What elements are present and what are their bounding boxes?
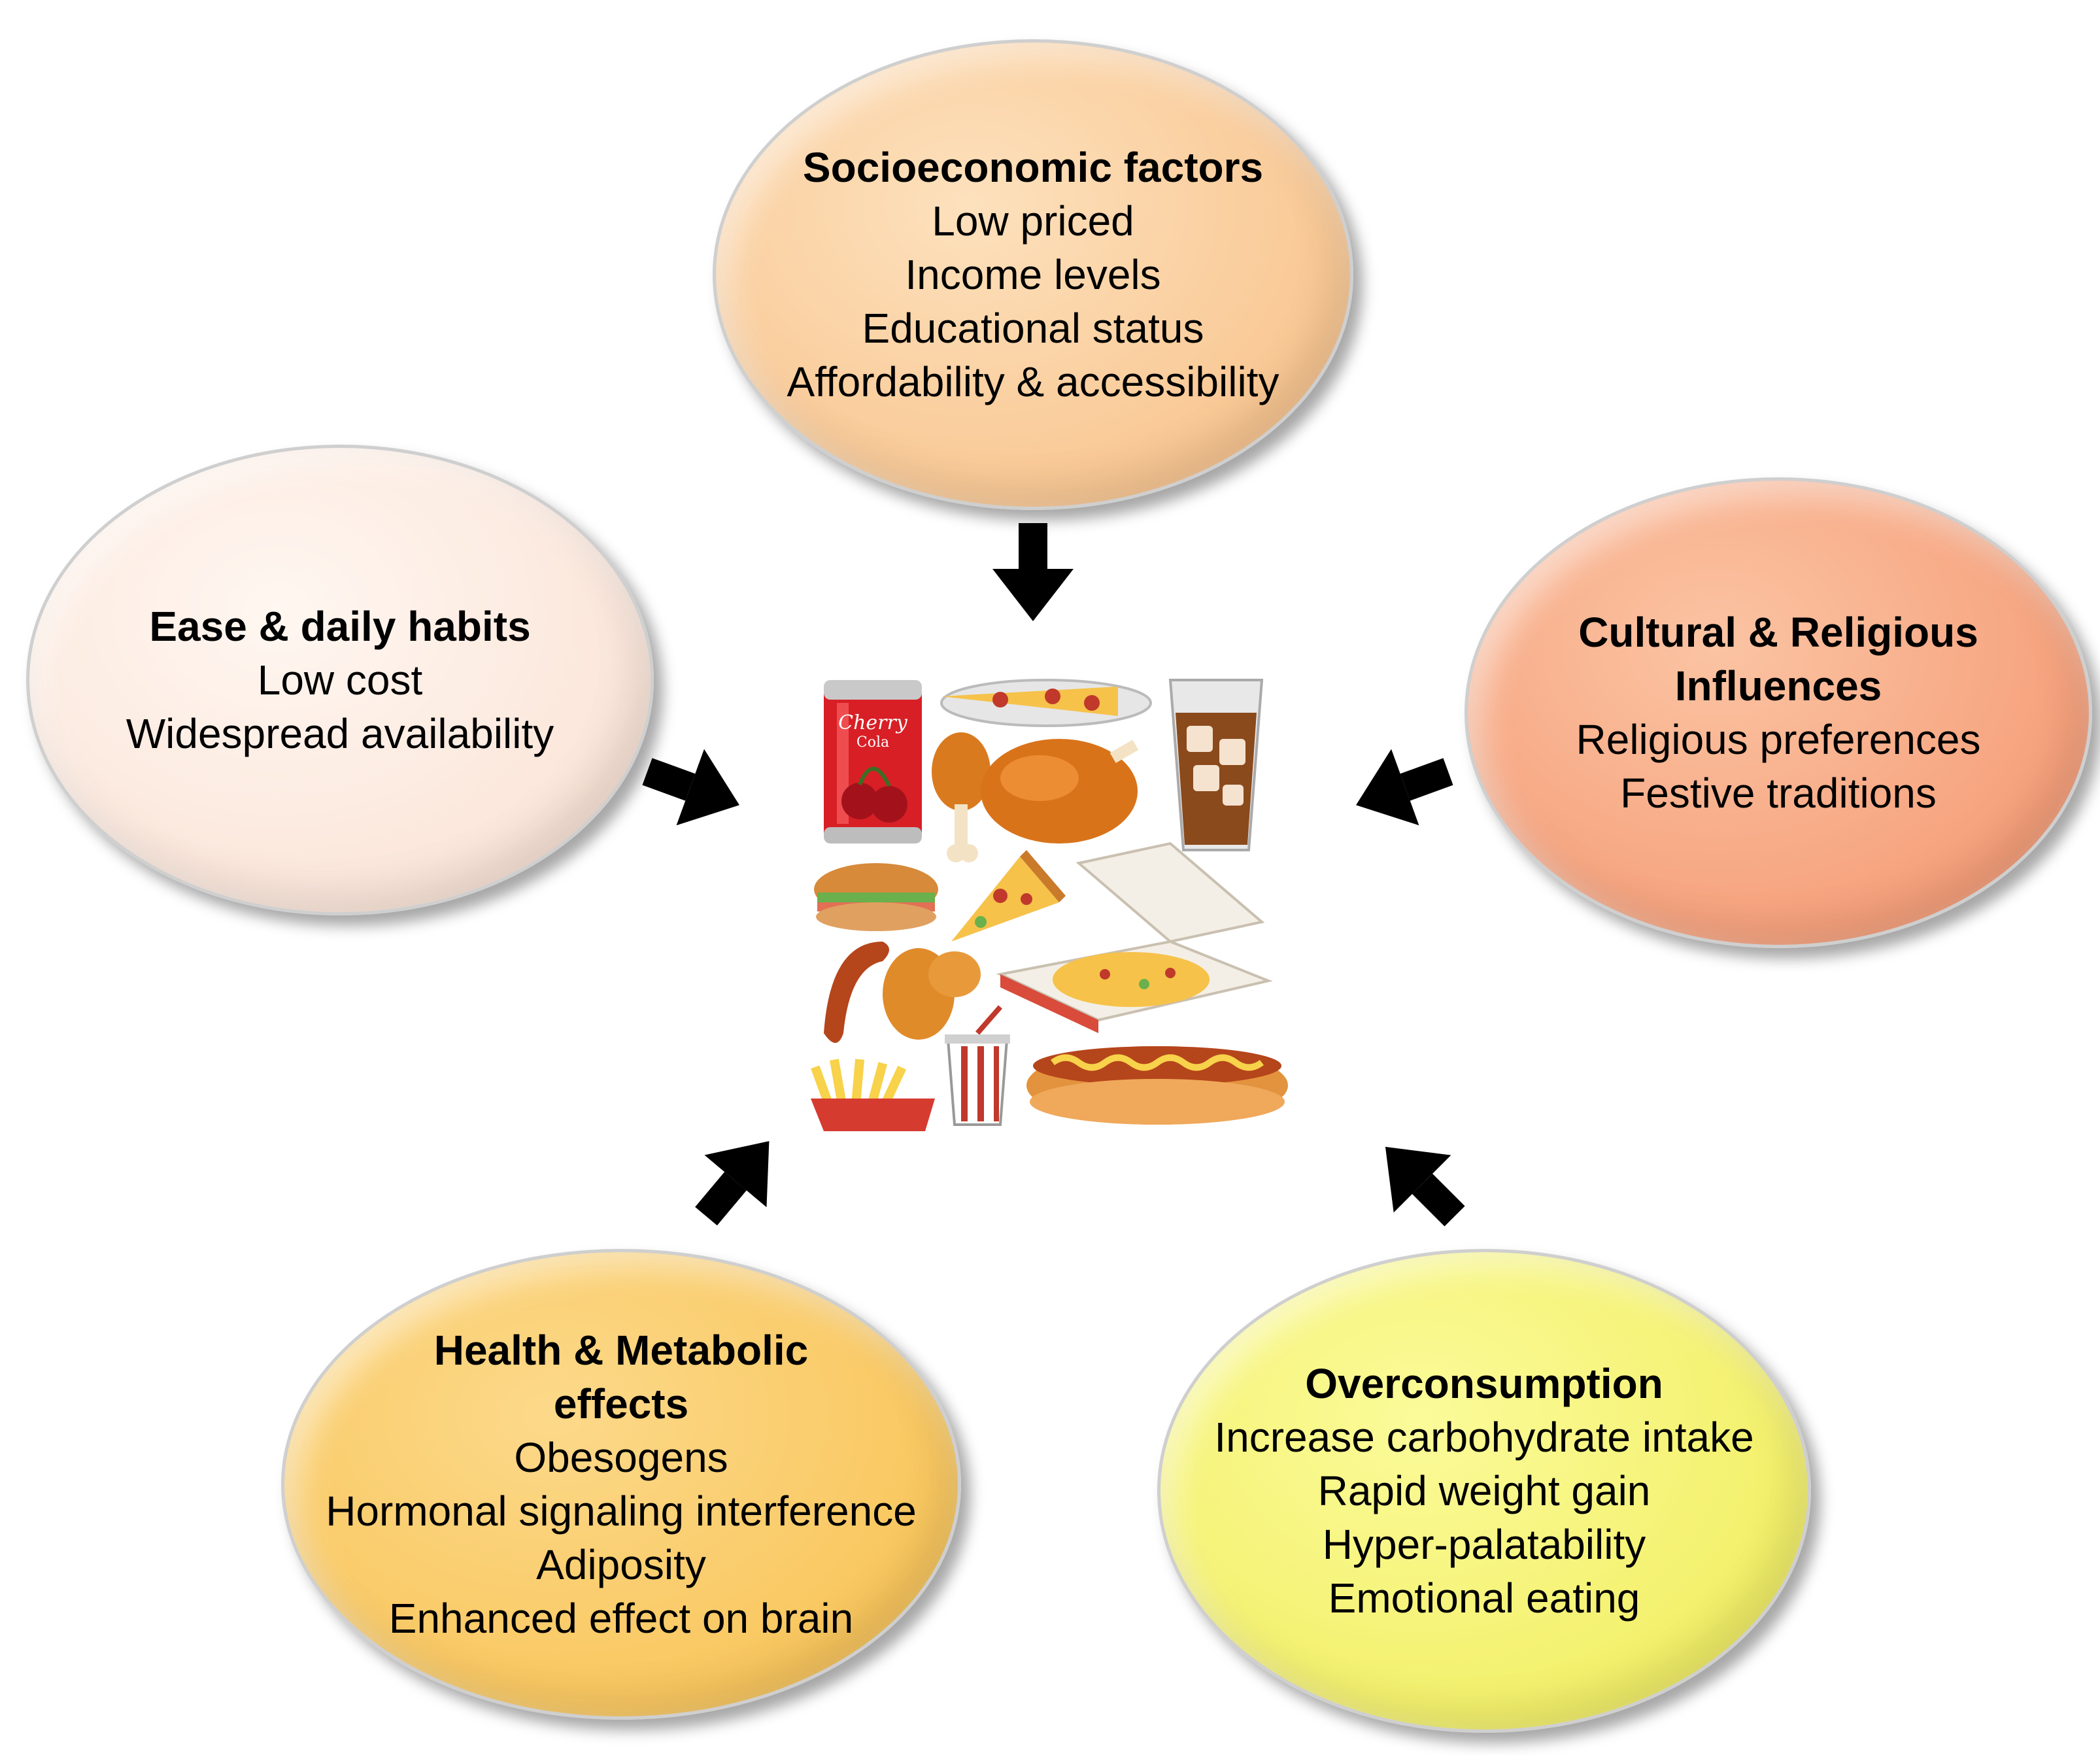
- node-item: Increase carbohydrate intake: [1214, 1414, 1754, 1461]
- sausage-icon: [824, 942, 889, 1043]
- cultural-religious-node: Cultural & Religious Influences Religiou…: [1465, 477, 2092, 948]
- node-item: Low priced: [932, 197, 1134, 245]
- junk-food-illustration: Cherry Cola: [811, 679, 1288, 1131]
- pizza-slice-icon: [951, 850, 1066, 942]
- cola-glass-icon: [1168, 679, 1264, 851]
- node-item: Income levels: [905, 251, 1161, 298]
- health-metabolic-node: Health & Metabolic effects Obesogens Hor…: [281, 1249, 961, 1720]
- socioeconomic-factors-node: Socioeconomic factors Low priced Income …: [713, 39, 1353, 510]
- ease-daily-habits-node: Ease & daily habits Low cost Widespread …: [26, 445, 654, 915]
- soda-cup-icon: [945, 1005, 1010, 1126]
- node-item: Educational status: [862, 305, 1204, 352]
- node-title: effects: [553, 1380, 689, 1427]
- node-item: Obesogens: [514, 1434, 728, 1481]
- node-title: Overconsumption: [1305, 1360, 1663, 1407]
- arrow-from-health: [675, 1115, 800, 1242]
- arrow-from-overconsumption: [1357, 1118, 1483, 1245]
- node-title: Health & Metabolic: [433, 1327, 809, 1374]
- node-item: Religious preferences: [1576, 716, 1981, 763]
- node-title: Influences: [1674, 662, 1882, 709]
- node-title: Cultural & Religious: [1578, 609, 1978, 656]
- node-item: Widespread availability: [126, 710, 554, 757]
- drumstick-icon: [932, 732, 991, 862]
- hotdog-icon: [1026, 1046, 1288, 1125]
- node-item: Hyper-palatability: [1322, 1521, 1646, 1568]
- roast-chicken-icon: [981, 739, 1139, 843]
- node-item: Festive traditions: [1620, 770, 1937, 817]
- fries-icon: [811, 1059, 935, 1131]
- pizza-plate-icon: [940, 679, 1152, 727]
- arrow-from-socioeconomic: [992, 523, 1074, 621]
- node-item: Low cost: [257, 656, 423, 704]
- arrow-from-cultural: [1342, 733, 1463, 843]
- overconsumption-node: Overconsumption Increase carbohydrate in…: [1157, 1249, 1811, 1733]
- node-title: Socioeconomic factors: [802, 144, 1264, 191]
- can-label-line2: Cola: [856, 734, 889, 751]
- chicken-wing-icon: [883, 948, 981, 1040]
- node-item: Enhanced effect on brain: [388, 1595, 854, 1642]
- pizza-box-icon: [996, 842, 1273, 1033]
- node-title: Ease & daily habits: [149, 603, 531, 650]
- node-item: Affordability & accessibility: [787, 358, 1279, 405]
- node-item: Rapid weight gain: [1317, 1467, 1651, 1514]
- node-item: Adiposity: [536, 1541, 706, 1588]
- node-item: Emotional eating: [1328, 1575, 1640, 1622]
- arrow-from-ease: [633, 733, 754, 843]
- node-item: Hormonal signaling interference: [326, 1488, 917, 1535]
- can-label-line1: Cherry: [838, 711, 908, 734]
- soda-can-icon: Cherry Cola: [824, 680, 922, 843]
- sandwich-icon: [814, 863, 938, 931]
